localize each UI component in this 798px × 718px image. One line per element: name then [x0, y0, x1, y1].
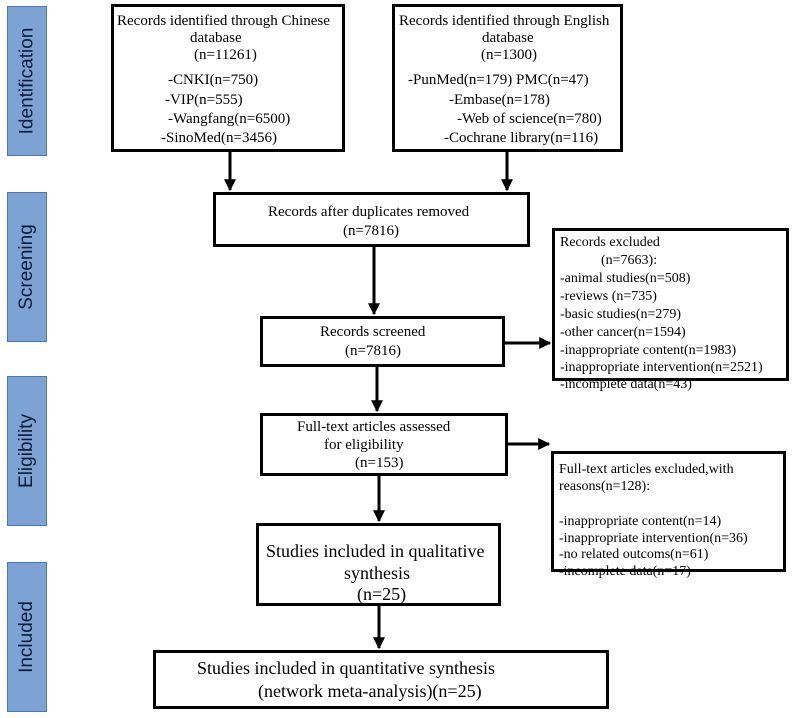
phase-eligibility: Eligibility	[7, 376, 47, 526]
quantitative-synthesis-box	[153, 650, 609, 709]
qualitative-synthesis-label: Studies included in qualitative	[266, 541, 485, 561]
phase-included: Included	[7, 562, 47, 712]
qualitative-synthesis-label2: synthesis	[344, 563, 411, 583]
chinese-database-title2: database	[190, 30, 242, 46]
duplicates-removed-box	[213, 192, 530, 247]
fulltext-assessed-label2: for eligibility	[324, 437, 404, 453]
chinese-database-item: -CNKI(n=750)	[168, 72, 259, 88]
duplicates-removed-count: (n=7816)	[343, 223, 399, 239]
fulltext-excluded-box	[551, 451, 786, 572]
records-excluded-title: Records excluded	[560, 235, 660, 250]
qualitative-synthesis-box	[256, 523, 501, 606]
records-excluded-item: -reviews (n=735)	[560, 289, 657, 304]
english-database-box	[392, 4, 623, 152]
english-database-count: (n=1300)	[481, 47, 537, 63]
quantitative-synthesis-label: Studies included in quantitative synthes…	[197, 658, 495, 678]
quantitative-synthesis-label2: (network meta-analysis)(n=25)	[258, 681, 482, 701]
chinese-database-item: -VIP(n=555)	[165, 92, 243, 108]
qualitative-synthesis-count: (n=25)	[357, 584, 407, 604]
chinese-database-box	[111, 4, 345, 152]
records-screened-count: (n=7816)	[345, 343, 401, 359]
records-excluded-count: (n=7663):	[601, 253, 658, 268]
records-screened-label: Records screened	[320, 324, 426, 340]
phase-screening: Screening	[7, 192, 47, 342]
chinese-database-title: Records identified through Chinese	[117, 13, 330, 29]
fulltext-excluded-title2: reasons(n=128):	[559, 479, 651, 494]
fulltext-excluded-item: -no related outcoms(n=61)	[559, 547, 709, 562]
chinese-database-item: -SinoMed(n=3456)	[161, 130, 277, 146]
records-excluded-item: -basic studies(n=279)	[560, 307, 682, 322]
fulltext-assessed-count: (n=153)	[355, 455, 404, 471]
english-database-item: -Embase(n=178)	[449, 92, 550, 108]
english-database-title2: database	[482, 30, 534, 46]
duplicates-removed-label: Records after duplicates removed	[268, 204, 470, 220]
phase-identification: Identification	[7, 6, 47, 156]
fulltext-excluded-title: Full-text articles excluded,with	[559, 462, 734, 477]
fulltext-excluded-item: -inappropriate content(n=14)	[559, 514, 722, 529]
chinese-database-item: -Wangfang(n=6500)	[168, 111, 291, 127]
fulltext-assessed-label: Full-text articles assessed	[297, 419, 451, 435]
english-database-item: -PunMed(n=179) PMC(n=47)	[408, 72, 589, 88]
english-database-item: -Web of science(n=780)	[457, 111, 602, 127]
english-database-item: -Cochrane library(n=116)	[444, 130, 599, 146]
records-excluded-item: -incomplete data(n=43)	[560, 377, 692, 392]
records-excluded-item: -animal studies(n=508)	[560, 271, 691, 286]
records-excluded-box	[552, 228, 789, 381]
records-screened-box	[260, 316, 505, 367]
english-database-title: Records identified through English	[399, 13, 610, 29]
records-excluded-item: -inappropriate intervention(n=2521)	[560, 360, 763, 375]
records-excluded-item: -inappropriate content(n=1983)	[560, 343, 737, 358]
chinese-database-count: (n=11261)	[194, 47, 257, 63]
fulltext-assessed-box	[260, 413, 508, 476]
fulltext-excluded-item: -inappropriate intervention(n=36)	[559, 531, 748, 546]
fulltext-excluded-item: -incomplete data(n=17)	[559, 564, 691, 579]
records-excluded-item: -other cancer(n=1594)	[560, 325, 686, 340]
